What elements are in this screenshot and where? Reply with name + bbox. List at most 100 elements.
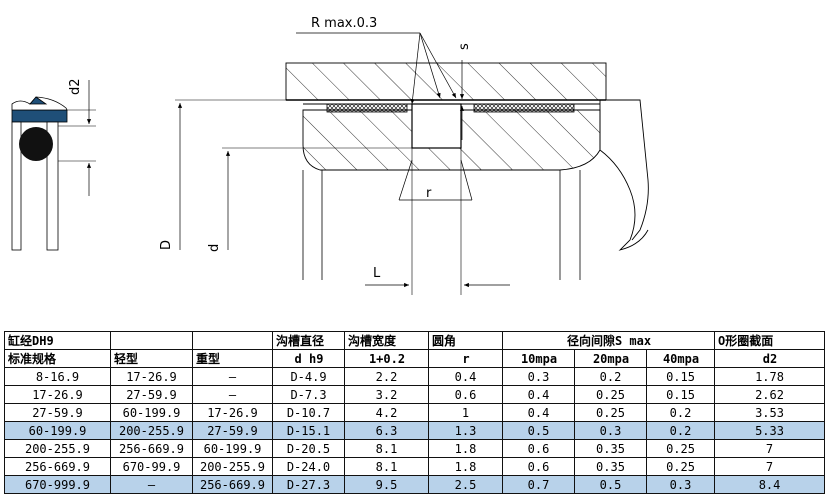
table-cell: 670-999.9 — [4, 475, 111, 494]
table-cell: 60-199.9 — [110, 403, 193, 422]
table-cell: 0.6 — [502, 457, 575, 476]
table-cell: 9.5 — [344, 475, 429, 494]
table-cell: 0.3 — [574, 421, 647, 440]
table-cell: 0.3 — [645, 475, 716, 494]
header-cell — [110, 331, 193, 350]
table-cell: 256-669.9 — [110, 439, 193, 458]
header-cell: O形圈截面 — [714, 331, 826, 350]
dimension-lines: D d L — [159, 99, 510, 295]
table-cell: 256-669.9 — [192, 475, 273, 494]
table-cell: 2.62 — [714, 385, 826, 404]
table-cell: 0.4 — [428, 367, 503, 386]
table-cell: 0.5 — [574, 475, 647, 494]
table-cell: 1.3 — [428, 421, 503, 440]
seal-cross-section: d2 — [11, 78, 96, 251]
header-cell: 圆角 — [428, 331, 503, 350]
s-label: s — [457, 43, 472, 50]
table-cell: 8.1 — [344, 439, 429, 458]
table-cell: D-24.0 — [272, 457, 345, 476]
piston — [302, 99, 649, 280]
table-cell: 670-99.9 — [110, 457, 193, 476]
table-cell: 60-199.9 — [4, 421, 111, 440]
table-cell: 27-59.9 — [110, 385, 193, 404]
table-cell: — — [192, 367, 273, 386]
header-cell: 径向间隙S max — [501, 331, 716, 350]
radius-label: R max.0.3 — [311, 16, 377, 31]
table-cell: 1.78 — [714, 367, 826, 386]
r-label: r — [426, 186, 432, 201]
subheader-cell: 重型 — [192, 349, 273, 368]
housing — [285, 62, 607, 101]
table-cell: 0.7 — [502, 475, 575, 494]
table-cell: 6.3 — [344, 421, 429, 440]
table-cell: 8-16.9 — [4, 367, 111, 386]
table-cell: — — [192, 385, 273, 404]
table-cell: D-10.7 — [272, 403, 345, 422]
table-cell: 0.25 — [574, 403, 647, 422]
table-cell: 1.8 — [428, 457, 503, 476]
table-cell: 17-26.9 — [110, 367, 193, 386]
table-cell: D-15.1 — [272, 421, 345, 440]
d-label: d — [207, 244, 222, 252]
table-cell: 200-255.9 — [192, 457, 273, 476]
table-cell: 8.1 — [344, 457, 429, 476]
table-cell: 0.35 — [574, 439, 647, 458]
table-cell: 0.25 — [645, 439, 716, 458]
table-cell: 0.15 — [645, 385, 716, 404]
D-label: D — [159, 240, 174, 250]
header-cell: 沟槽宽度 — [344, 331, 429, 350]
table-cell: 0.35 — [574, 457, 647, 476]
table-cell: D-20.5 — [272, 439, 345, 458]
table-cell: 27-59.9 — [4, 403, 111, 422]
subheader-cell: 标准规格 — [4, 349, 111, 368]
table-cell: 17-26.9 — [192, 403, 273, 422]
header-cell: 沟槽直径 — [272, 331, 345, 350]
table-cell: 2.2 — [344, 367, 429, 386]
table-cell: 200-255.9 — [110, 421, 193, 440]
subheader-cell: d h9 — [272, 349, 345, 368]
table-cell: 0.25 — [574, 385, 647, 404]
table-cell: 0.6 — [428, 385, 503, 404]
subheader-cell: d2 — [714, 349, 826, 368]
subheader-cell: 1+0.2 — [344, 349, 429, 368]
table-cell: 0.4 — [502, 403, 575, 422]
subheader-cell: 10mpa — [502, 349, 575, 368]
table-cell: 0.6 — [502, 439, 575, 458]
table-cell: 0.5 — [502, 421, 575, 440]
table-cell: 7 — [714, 457, 826, 476]
table-cell: 1 — [428, 403, 503, 422]
table-cell: 3.2 — [344, 385, 429, 404]
table-cell: D-7.3 — [272, 385, 345, 404]
fillet-callout: r — [398, 159, 473, 201]
table-cell: 200-255.9 — [4, 439, 111, 458]
table-cell: 0.15 — [645, 367, 716, 386]
table-cell: 0.2 — [645, 403, 716, 422]
table-cell: 60-199.9 — [192, 439, 273, 458]
table-cell: — — [110, 475, 193, 494]
table-cell: 0.25 — [645, 457, 716, 476]
L-label: L — [373, 266, 381, 281]
table-cell: 0.4 — [502, 385, 575, 404]
table-cell: 2.5 — [428, 475, 503, 494]
table-cell: 3.53 — [714, 403, 826, 422]
table-cell: 1.8 — [428, 439, 503, 458]
table-cell: 256-669.9 — [4, 457, 111, 476]
table-cell: 17-26.9 — [4, 385, 111, 404]
table-cell: 27-59.9 — [192, 421, 273, 440]
subheader-cell: r — [428, 349, 503, 368]
subheader-cell: 轻型 — [110, 349, 193, 368]
radius-callout: R max.0.3 s — [296, 16, 472, 140]
table-cell: 0.2 — [574, 367, 647, 386]
table-cell: D-27.3 — [272, 475, 345, 494]
table-cell: 4.2 — [344, 403, 429, 422]
table-cell: 7 — [714, 439, 826, 458]
